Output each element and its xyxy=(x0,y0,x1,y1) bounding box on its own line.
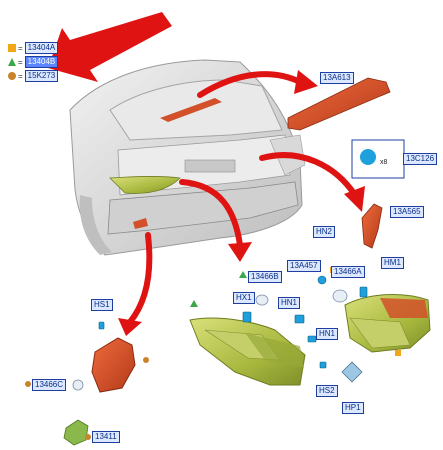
circle-marker-icon xyxy=(8,72,16,80)
legend-code[interactable]: 13404A xyxy=(24,42,59,54)
reverse-lamp-part xyxy=(91,337,136,393)
callout-13466c[interactable]: 13466C xyxy=(32,379,67,391)
callout-hp1[interactable]: HP1 xyxy=(342,402,364,414)
triangle-marker-icon xyxy=(8,58,16,66)
bulb-sockets xyxy=(72,289,363,391)
legend-item-triangle: =13404B xyxy=(8,56,59,68)
callout-bumper-lamp[interactable]: 13A565 xyxy=(390,206,424,218)
callout-arrowheads xyxy=(118,70,365,336)
pointer-arrow xyxy=(48,12,172,82)
tail-lamp-left-part xyxy=(189,317,306,386)
legend-item-square: =13404A xyxy=(8,42,59,54)
callout-hx1[interactable]: HX1 xyxy=(233,292,255,304)
callout-hm1[interactable]: HM1 xyxy=(381,257,404,269)
screw-icon xyxy=(143,357,149,363)
callout-13411[interactable]: 13411 xyxy=(92,431,120,443)
hardware-parts xyxy=(98,275,368,369)
tail-lamp-right-part xyxy=(344,294,431,353)
high-mount-lamp-part xyxy=(287,77,391,131)
callout-hn2[interactable]: HN2 xyxy=(313,226,336,238)
callout-hn1-upper[interactable]: HN1 xyxy=(278,297,301,309)
legend-code[interactable]: 15K273 xyxy=(24,70,59,82)
callout-high-mount[interactable]: 13A613 xyxy=(320,72,354,84)
legend-item-circle: =15K273 xyxy=(8,70,59,82)
high-mount-highlight xyxy=(160,98,222,122)
clip-quantity: x8 xyxy=(380,159,388,166)
square-marker-icon xyxy=(8,44,16,52)
callout-arrows xyxy=(127,71,358,325)
tail-lamp-highlight xyxy=(109,176,181,194)
callout-hs2[interactable]: HS2 xyxy=(316,385,338,397)
bumper-lamp-part xyxy=(361,203,383,249)
callout-13a457[interactable]: 13A457 xyxy=(287,260,321,272)
callout-hs1[interactable]: HS1 xyxy=(91,299,113,311)
clip-icon xyxy=(360,149,376,165)
bumper-lamp-highlight xyxy=(133,218,148,229)
wiring-connector-part xyxy=(63,419,89,446)
callout-13466a[interactable]: 13466A xyxy=(331,266,365,278)
callout-hn1-lower[interactable]: HN1 xyxy=(316,328,339,340)
clip-pack-box xyxy=(351,139,405,179)
callout-13466b[interactable]: 13466B xyxy=(248,271,282,283)
callout-clip-pack[interactable]: 13C126 xyxy=(403,153,438,165)
legend-code[interactable]: 13404B xyxy=(24,56,59,68)
